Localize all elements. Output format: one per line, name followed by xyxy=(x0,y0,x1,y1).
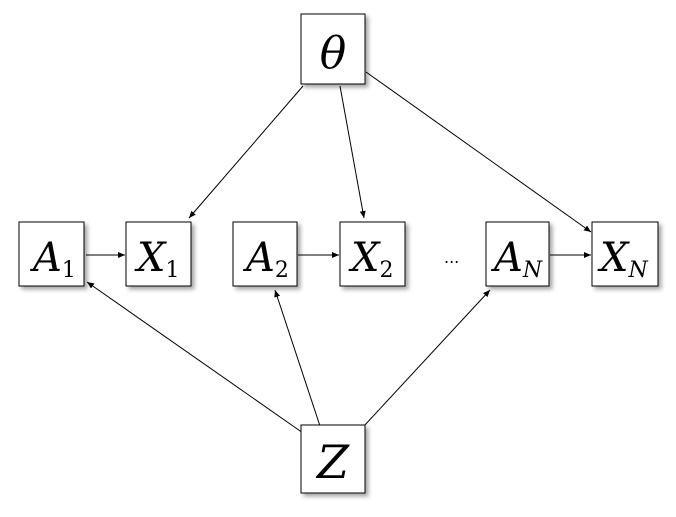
svg-text:XN: XN xyxy=(597,235,648,283)
node-an: AN xyxy=(485,221,550,287)
node-x2-symbol: X xyxy=(348,235,381,281)
node-a1: A1 xyxy=(18,221,85,287)
node-an-symbol: A xyxy=(490,235,523,281)
node-a2: A2 xyxy=(232,221,298,287)
edge-theta-to-x2 xyxy=(339,85,366,219)
node-xn-symbol: X xyxy=(597,235,630,281)
node-x2-subscript: 2 xyxy=(379,258,393,283)
edges xyxy=(86,71,592,434)
node-x1: X1 xyxy=(125,221,192,287)
edge-theta-to-xn xyxy=(365,71,592,233)
node-xn: XN xyxy=(591,221,659,287)
node-z-symbol: Z xyxy=(315,435,350,489)
node-a2-subscript: 2 xyxy=(275,258,289,283)
node-theta: θ xyxy=(300,13,366,85)
svg-text:A1: A1 xyxy=(29,235,76,283)
ellipsis-label: ... xyxy=(444,248,459,267)
edge-theta-to-x1 xyxy=(188,85,304,219)
svg-text:X1: X1 xyxy=(134,235,179,283)
edge-z-to-a1 xyxy=(86,281,304,434)
edge-z-to-a2 xyxy=(274,289,321,427)
svg-text:AN: AN xyxy=(490,235,543,283)
node-a1-subscript: 1 xyxy=(62,258,76,283)
edge-z-to-an xyxy=(363,289,491,427)
node-xn-subscript: N xyxy=(627,258,648,283)
node-an-subscript: N xyxy=(522,258,543,283)
svg-text:X2: X2 xyxy=(348,235,393,283)
node-a2-symbol: A xyxy=(242,235,275,281)
node-x1-symbol: X xyxy=(134,235,167,281)
node-x2: X2 xyxy=(339,221,406,287)
node-z: Z xyxy=(300,424,366,494)
node-a1-symbol: A xyxy=(29,235,62,281)
node-theta-symbol: θ xyxy=(320,28,347,79)
node-x1-subscript: 1 xyxy=(165,258,179,283)
svg-text:A2: A2 xyxy=(242,235,289,283)
